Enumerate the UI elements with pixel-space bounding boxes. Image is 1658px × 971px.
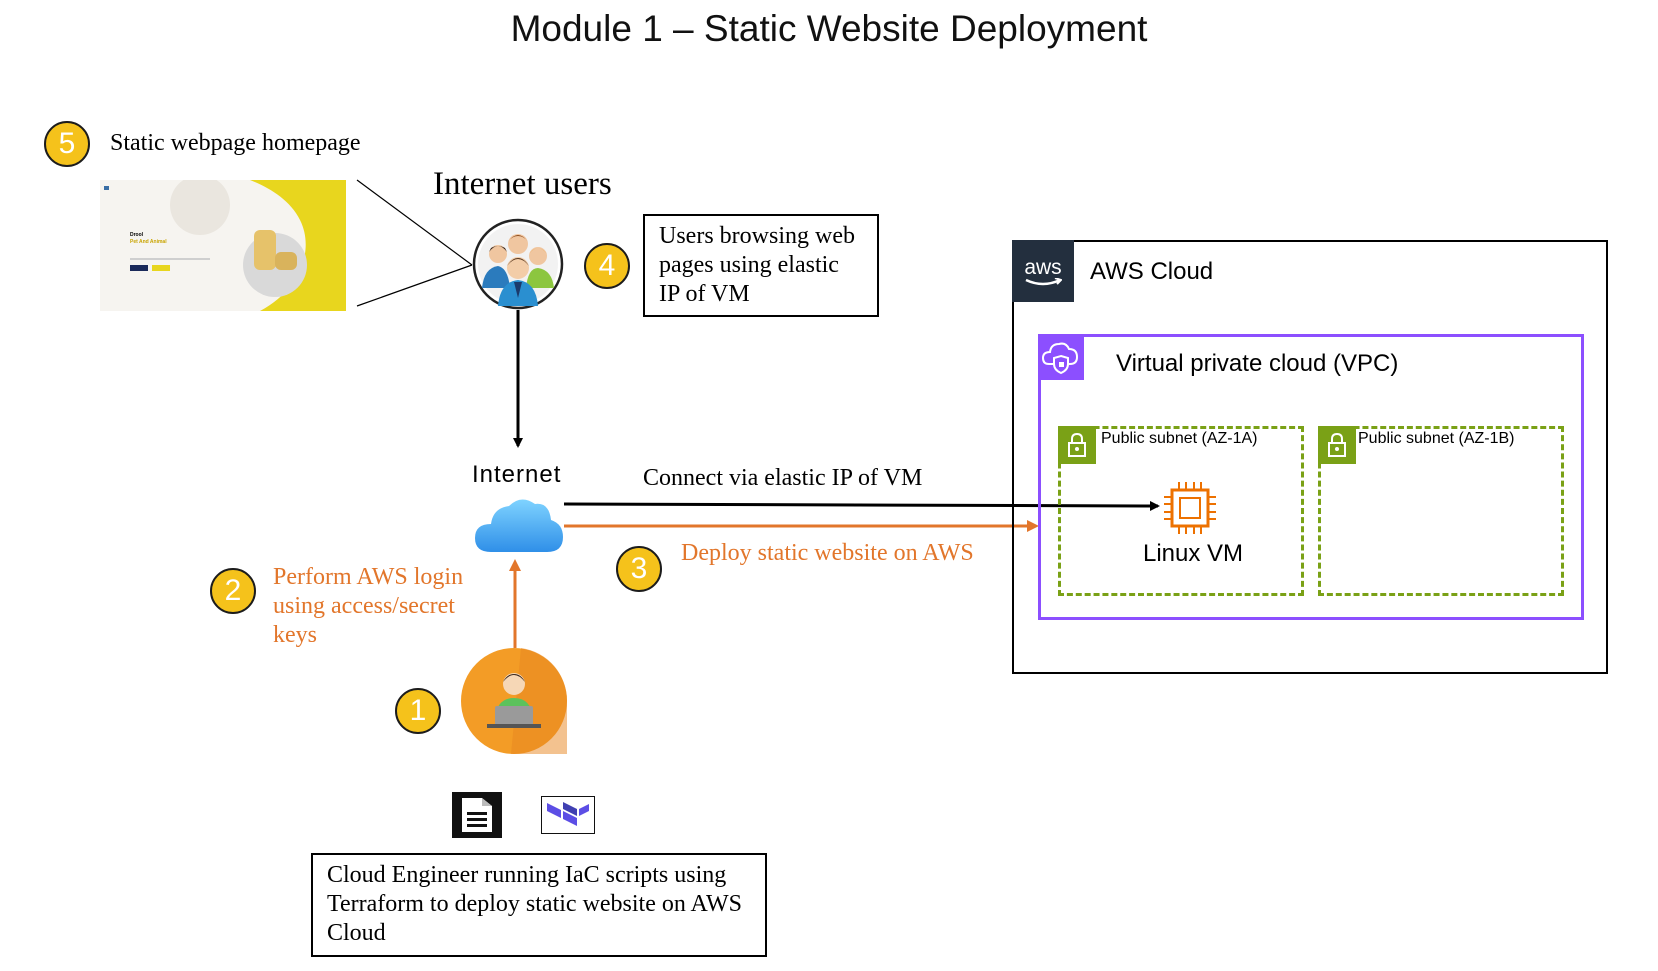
step-4-number: 4: [598, 249, 616, 282]
thumb-line-bottom: [356, 264, 473, 307]
diagram-title: Module 1 – Static Website Deployment: [510, 8, 1148, 49]
step-5-number: 5: [58, 127, 76, 160]
step-3-badge: 3: [616, 546, 662, 592]
subnet-az1b: [1318, 426, 1564, 596]
aws-logo-icon: aws: [1012, 240, 1074, 302]
aws-cloud-group: [1012, 240, 1608, 674]
deploy-static-label: Deploy static website on AWS: [681, 540, 974, 566]
lock-icon: [1318, 426, 1356, 464]
thumb-line-top: [356, 179, 473, 266]
terraform-icon: [540, 795, 596, 835]
subnet-az1a: [1058, 426, 1304, 596]
document-icon: [452, 792, 502, 838]
step-1-number: 1: [409, 694, 427, 727]
step-2-badge: 2: [210, 568, 256, 614]
aws-logo-text: aws: [1024, 256, 1062, 279]
ec2-chip-icon: [1162, 480, 1218, 536]
step-3-number: 3: [630, 552, 648, 585]
step-2-number: 2: [224, 574, 242, 607]
thumb-heading: Pet And Animal: [130, 239, 167, 245]
thumb-brand: Drool: [130, 232, 144, 238]
linux-vm-label: Linux VM: [1143, 540, 1244, 567]
connect-elastic-ip-label: Connect via elastic IP of VM: [643, 465, 923, 491]
step-1-badge: 1: [395, 688, 441, 734]
users-browsing-text: Users browsing web pages using elastic I…: [659, 223, 855, 307]
aws-cloud-label: AWS Cloud: [1090, 258, 1214, 285]
subnet-az1b-label: Public subnet (AZ-1B): [1358, 430, 1515, 447]
users-group-icon: [472, 218, 564, 310]
vpc-group: [1038, 334, 1584, 620]
step-5-badge: 5: [44, 121, 90, 167]
subnet-az1a-label: Public subnet (AZ-1A): [1101, 430, 1258, 447]
cloud-icon: [473, 494, 565, 556]
internet-label: Internet: [472, 461, 562, 488]
users-browsing-box: Users browsing web pages using elastic I…: [643, 214, 879, 317]
internet-users-label: Internet users: [433, 166, 612, 202]
perform-login-label: Perform AWS login using access/secret ke…: [273, 564, 464, 648]
static-homepage-label: Static webpage homepage: [110, 130, 361, 156]
vpc-label: Virtual private cloud (VPC): [1116, 350, 1399, 377]
lock-icon: [1058, 426, 1096, 464]
aws-smile: [1025, 278, 1062, 286]
webpage-screenshot-art: [100, 180, 346, 311]
engineer-icon: [461, 648, 568, 754]
webpage-screenshot: Drool Pet And Animal: [100, 180, 346, 311]
cloud-engineer-text: Cloud Engineer running IaC scripts using…: [327, 862, 742, 946]
cloud-engineer-box: Cloud Engineer running IaC scripts using…: [311, 853, 767, 957]
step-4-badge: 4: [584, 243, 630, 289]
vpc-icon: [1038, 334, 1084, 380]
